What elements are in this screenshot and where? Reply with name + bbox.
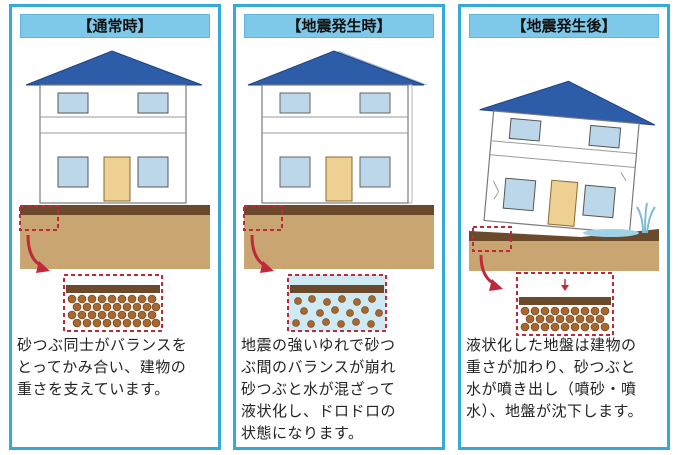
ground-body [20, 215, 210, 269]
panel-title-normal: 【通常時】 [20, 14, 210, 38]
ground-body [244, 215, 434, 269]
sand-grains [67, 294, 161, 328]
scene-after [469, 80, 659, 336]
sample-box [287, 274, 387, 332]
panel-title-during: 【地震発生時】 [244, 14, 434, 38]
panel-description-during: 地震の強いゆれで砂つ ぶ間のバランスが崩れ 砂つぶと水が混ざって 液状化し、ドロ… [241, 336, 397, 442]
highlight-box [472, 226, 512, 252]
ground-body [469, 241, 659, 271]
water-spout-icon [636, 202, 656, 234]
water-puddle [583, 229, 639, 237]
highlight-box [19, 205, 59, 231]
panel-title-after: 【地震発生後】 [469, 14, 659, 38]
panel-description-normal: 砂つぶ同士がバランスを とってかみ合い、建物の 重さを支えています。 [17, 336, 188, 398]
ground-surface [20, 205, 210, 215]
sample-box [516, 272, 614, 336]
sand-grains [292, 295, 383, 328]
panel-description-after: 液状化した地盤は建物の 重さが加わり、砂つぶと 水が噴き出し（噴砂・噴 水）、地… [466, 336, 644, 420]
sample-box [63, 274, 163, 332]
sand-grains [520, 306, 610, 332]
ground-surface [244, 205, 434, 215]
highlight-box [243, 205, 283, 231]
scene-during [243, 50, 434, 332]
panel-after: 【地震発生後】 [458, 4, 670, 450]
scene-normal [19, 50, 210, 332]
house-icon [479, 80, 656, 234]
ground-surface [469, 229, 659, 241]
house-icon [25, 50, 203, 204]
panel-normal: 【通常時】 [9, 4, 221, 450]
panel-during: 【地震発生時】 [233, 4, 445, 450]
house-icon [247, 50, 428, 204]
